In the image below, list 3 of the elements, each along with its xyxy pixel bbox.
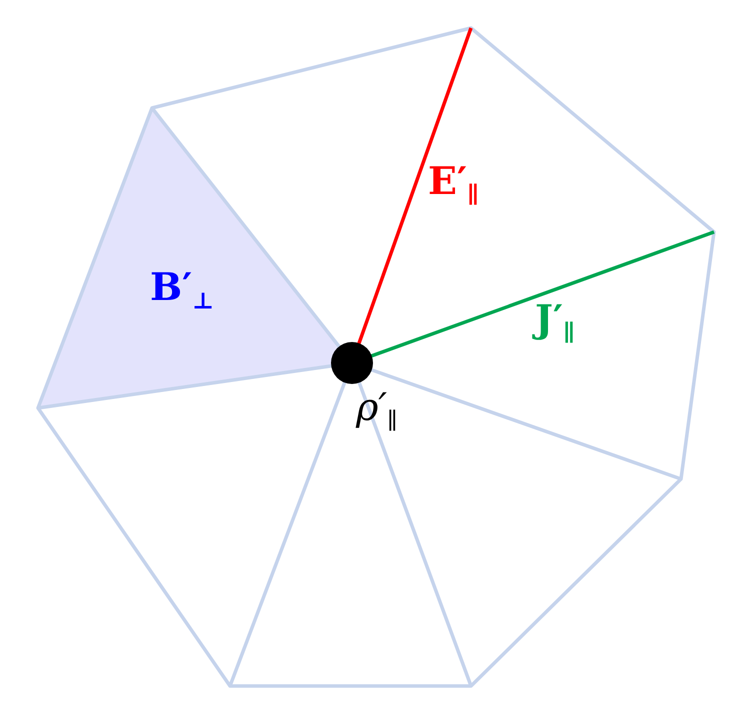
symbol-label: ρ′$_{∥}$: [356, 388, 398, 434]
symbol-label: E′$_{∥}$: [428, 162, 480, 208]
symbol-label: B′$_{⊥}$: [150, 268, 214, 314]
